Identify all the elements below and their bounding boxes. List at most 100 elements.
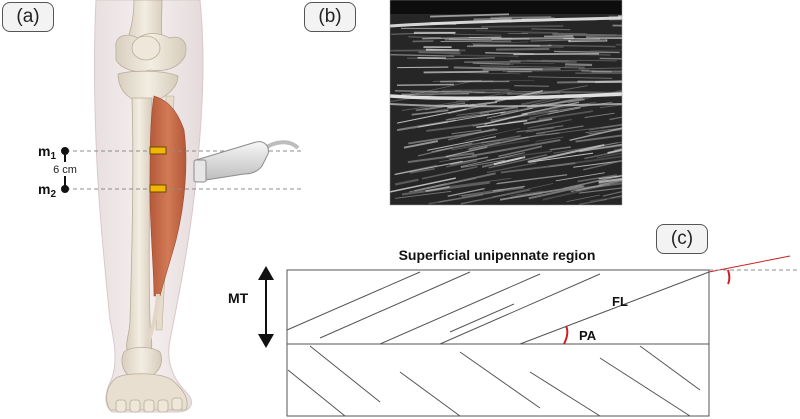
ultrasound-speckle	[409, 167, 435, 174]
ultrasound-speckle	[407, 152, 475, 164]
ultrasound-speckle	[486, 107, 533, 119]
muscle-thickness-arrow	[258, 266, 274, 348]
probe-marker-m1	[149, 146, 167, 155]
ultrasound-speckle	[425, 185, 450, 193]
ultrasound-speckle	[608, 15, 622, 17]
ultrasound-speckle	[562, 175, 621, 190]
ultrasound-speckle	[460, 189, 531, 205]
ultrasound-speckle	[419, 177, 476, 191]
ultrasound-speckle	[479, 65, 566, 68]
ultrasound-speckle	[500, 162, 576, 174]
ultrasound-speckle	[450, 156, 489, 166]
ultrasound-speckle	[472, 62, 510, 65]
ultrasound-speckle	[485, 51, 535, 55]
ultrasound-frame	[389, 0, 623, 206]
schematic-title: Superficial unipennate region	[399, 247, 596, 263]
deep-fascicles	[287, 345, 701, 417]
ultrasound-speckle	[598, 177, 622, 184]
superficial-fascicles	[286, 271, 601, 345]
ultrasound-speckle	[396, 108, 467, 124]
ultrasound-speckle	[426, 136, 497, 151]
ultrasound-speckle	[516, 190, 544, 196]
ultrasound-speckle	[555, 172, 605, 182]
ultrasound-speckle	[530, 98, 560, 106]
ultrasound-speckle	[431, 146, 453, 153]
ultrasound-speckle	[510, 187, 575, 196]
pennation-schematic: Superficial unipennate region	[228, 247, 800, 417]
ultrasound-speckle	[623, 110, 689, 121]
ultrasound-speckle	[453, 66, 543, 71]
superficial-compartment	[286, 269, 710, 345]
marker-label-m2: m2	[38, 181, 56, 200]
ultrasound-speckle	[460, 152, 525, 168]
ultrasound-speckle	[622, 122, 676, 133]
ultrasound-speckle	[553, 50, 620, 54]
ultrasound-speckle	[536, 125, 584, 135]
ultrasound-speckle	[476, 63, 514, 65]
ultrasound-speckle	[395, 190, 452, 199]
ultrasound-speckle	[626, 79, 711, 80]
ultrasound-speckle	[444, 37, 530, 41]
ultrasound-speckle	[588, 129, 622, 135]
panel-label-c: (c)	[656, 224, 708, 254]
ultrasound-speckle	[609, 116, 622, 121]
ultrasound-speckle	[394, 90, 485, 93]
ultrasound-speckle	[601, 195, 622, 201]
patella-bone	[131, 35, 161, 61]
ultrasound-speckle	[531, 28, 571, 31]
ultrasound-speckle	[614, 175, 622, 179]
ultrasound-speckle	[467, 133, 546, 151]
ultrasound-speckle	[435, 135, 521, 152]
ultrasound-speckle	[566, 194, 601, 202]
ultrasound-speckle	[549, 146, 571, 151]
ultrasound-speckle	[573, 160, 622, 168]
ultrasound-speckle	[458, 188, 502, 197]
ultrasound-speckle	[471, 41, 529, 44]
ultrasound-speckle	[448, 38, 492, 42]
ultrasound-speckle	[565, 63, 593, 67]
ultrasound-speckle	[547, 107, 581, 115]
ultrasound-speckle	[584, 112, 615, 118]
ultrasound-speckle	[438, 189, 505, 203]
ultrasound-speckle	[451, 141, 501, 151]
ultrasound-speckle	[488, 154, 547, 169]
ultrasound-speckle	[621, 167, 622, 169]
ultrasound-speckle	[481, 25, 564, 28]
ultrasound-speckle	[552, 33, 622, 37]
ultrasound-speckle	[599, 104, 622, 109]
muscle-thickness-label: MT	[228, 290, 249, 306]
ultrasound-speckle	[510, 192, 542, 199]
ultrasound-speckle	[610, 195, 622, 199]
ultrasound-speckle	[590, 49, 622, 51]
ultrasound-speckle	[449, 54, 519, 58]
ultrasound-speckle	[507, 117, 536, 124]
ultrasound-speckle	[545, 124, 622, 136]
leg-illustration: 6 cm m1 m2	[38, 0, 304, 413]
ultrasound-speckle	[445, 146, 488, 158]
ultrasound-speckle	[451, 129, 482, 135]
ultrasound-speckle	[575, 134, 622, 143]
ultrasound-speckle	[486, 162, 537, 174]
ultrasound-speckle	[542, 183, 611, 201]
ultrasound-speckle	[523, 118, 553, 125]
ultrasound-speckle	[541, 59, 617, 62]
ultrasound-speckle	[569, 127, 622, 142]
ultrasound-speckle	[557, 52, 611, 56]
ultrasound-speckle	[476, 119, 528, 128]
ultrasound-speckle	[391, 31, 456, 35]
ultrasound-speckle	[520, 96, 554, 106]
ultrasound-speckle	[579, 187, 622, 194]
ultrasound-speckle	[464, 127, 521, 142]
ultrasound-speckle	[527, 59, 570, 62]
ultrasound-speckle	[514, 85, 549, 87]
ultrasound-speckle	[625, 184, 653, 190]
fascicle-extension	[708, 255, 791, 273]
ankle-bones	[121, 347, 162, 377]
ultrasound-speckle	[530, 38, 601, 42]
ultrasound-speckle	[509, 59, 577, 63]
ultrasound-speckle	[401, 181, 491, 196]
ultrasound-speckle	[460, 159, 505, 168]
ultrasound-speckle	[408, 128, 498, 145]
ultrasound-speckle	[578, 67, 622, 70]
marker-dot-m1	[61, 147, 69, 155]
